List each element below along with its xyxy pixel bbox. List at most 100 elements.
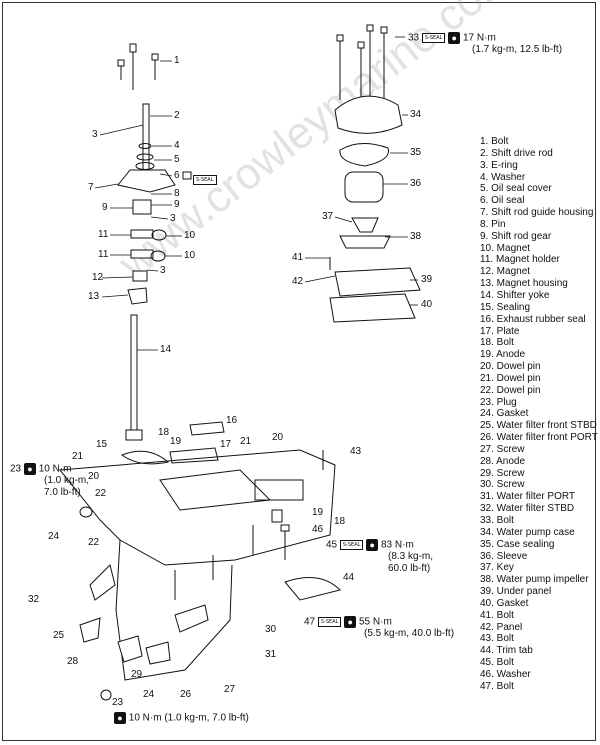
legend-item: 47. Bolt [480,680,514,692]
sealant-icon: S-SEAL [421,33,446,43]
torque-callout-45: 45 S-SEAL ● 83 N·m (8.3 kg-m, 60.0 lb-ft… [326,539,433,574]
legend-item: 38. Water pump impeller [480,574,589,586]
callout-25: 25 [53,630,65,641]
legend-item: 28. Anode [480,455,526,467]
legend-item: 32. Water filter STBD [480,503,575,515]
callout-9a: 9 [174,199,180,210]
torque-callout-bottom: ● 10 N·m (1.0 kg-m, 7.0 lb-ft) [114,712,249,724]
legend-item: 4. Washer [480,171,526,183]
sealant-icon-6: S-SEAL [193,171,217,189]
callout-18b: 18 [334,516,346,527]
torque-wrench-icon: ● [23,463,36,475]
callout-3c: 3 [160,265,166,276]
torque-value-33: 17 N·m [463,32,496,44]
sealant-icon: S-SEAL [339,540,364,550]
legend-item: 1. Bolt [480,136,509,147]
legend-item: 40. Gasket [480,597,529,609]
legend-item: 10. Magnet [480,242,531,254]
legend-item: 46. Washer [480,668,531,680]
callout-5: 5 [174,154,180,165]
legend-item: 3. E-ring [480,159,518,171]
callout-35: 35 [410,147,422,158]
callout-41: 41 [292,252,304,263]
torque-callout-33: 33 S-SEAL ● 17 N·m (1.7 kg-m, 12.5 lb-ft… [408,32,562,56]
legend-item: 30. Screw [480,479,525,491]
callout-16: 16 [226,415,238,426]
callout-13: 13 [88,291,100,302]
callout-20a: 20 [272,432,284,443]
callout-24a: 24 [48,531,60,542]
callout-1: 1 [174,55,180,66]
legend-item: 34. Water pump case [480,526,575,538]
torque-value-47: 55 N·m [359,616,392,628]
legend-item: 23. Plug [480,396,517,408]
callout-8: 8 [174,188,180,199]
callout-22b: 22 [88,537,100,548]
legend-item: 27. Screw [480,443,525,455]
callout-10a: 10 [184,230,196,241]
callout-12: 12 [92,272,104,283]
callout-21b: 21 [72,451,84,462]
torque-callout-47: 47 S-SEAL ● 55 N·m (5.5 kg-m, 40.0 lb-ft… [304,616,454,640]
callout-37: 37 [322,211,334,222]
torque-wrench-icon: ● [344,616,357,628]
torque-detail-33: (1.7 kg-m, 12.5 lb-ft) [472,44,563,56]
callout-11a: 11 [98,229,109,240]
leader-lines [94,36,418,351]
callout-3: 3 [92,129,98,140]
legend-item: 17. Plate [480,325,520,337]
callout-19b: 19 [312,507,324,518]
torque-detail-23b: 7.0 lb-ft) [44,486,81,498]
callout-39: 39 [421,274,433,285]
sealant-icon: S-SEAL [317,617,342,627]
torque-wrench-icon: ● [366,539,379,551]
callout-32: 32 [28,594,40,605]
callout-7: 7 [88,182,94,193]
callout-27: 27 [224,684,236,695]
legend-item: 12. Magnet [480,266,531,278]
callout-9b: 9 [102,202,108,213]
torque-callout-23: 23 ● 10 N·m (1.0 kg-m, 7.0 lb-ft) [10,463,89,498]
legend-item: 39. Under panel [480,586,552,598]
torque-wrench-icon: ● [448,32,461,44]
torque-wrench-icon: ● [114,712,126,724]
legend-item: 36. Sleeve [480,550,528,562]
legend-item: 26. Water filter front PORT [480,432,598,444]
callout-14: 14 [160,344,172,355]
callout-10b: 10 [184,250,196,261]
callout-19a: 19 [170,436,182,447]
callout-30: 30 [265,624,277,635]
legend-item: 16. Exhaust rubber seal [480,313,586,325]
callout-22a: 22 [95,488,107,499]
callout-6: 6 [174,170,180,181]
callout-28: 28 [67,656,79,667]
legend-item: 14. Shifter yoke [480,289,550,301]
legend-item: 20. Dowel pin [480,361,541,373]
legend-item: 9. Shift rod gear [480,230,552,242]
callout-11b: 11 [98,249,109,260]
torque-num-23: 23 [10,463,22,475]
torque-value-bottom: 10 N·m (1.0 kg-m, 7.0 lb-ft) [128,712,249,724]
callout-4: 4 [174,140,180,151]
torque-num-47: 47 [304,616,316,628]
callout-44: 44 [343,572,355,583]
legend-item: 5. Oil seal cover [480,183,552,195]
callout-24b: 24 [143,689,155,700]
torque-value-45: 83 N·m [381,539,414,551]
legend-item: 31. Water filter PORT [480,491,576,503]
callout-26: 26 [180,689,192,700]
callout-36: 36 [410,178,422,189]
torque-num-45: 45 [326,539,338,551]
torque-value-23: 10 N·m [38,463,72,475]
legend-item: 11. Magnet holder [480,254,560,266]
legend-item: 22. Dowel pin [480,384,541,396]
callout-42: 42 [292,276,304,287]
torque-num-33: 33 [408,32,420,44]
legend-item: 25. Water filter front STBD [480,420,597,432]
legend-item: 29. Screw [480,467,525,479]
callout-17: 17 [220,439,232,450]
legend-item: 19. Anode [480,349,526,361]
